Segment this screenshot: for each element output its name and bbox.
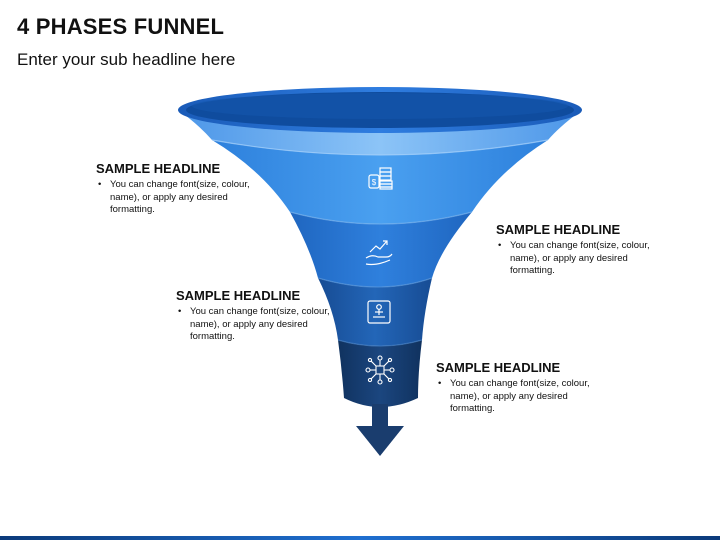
funnel-stage-2	[290, 212, 472, 287]
callout-bullet: You can change font(size, colour, name),…	[178, 306, 330, 344]
callout-headline: SAMPLE HEADLINE	[176, 288, 301, 303]
callout-bullet: You can change font(size, colour, name),…	[98, 179, 250, 217]
page-subtitle: Enter your sub headline here	[17, 50, 236, 69]
presentation-board-icon	[367, 300, 391, 324]
callout-stage-4: SAMPLE HEADLINE You can change font(size…	[436, 360, 636, 416]
callout-stage-2: SAMPLE HEADLINE You can change font(size…	[496, 222, 696, 278]
callout-stage-3: SAMPLE HEADLINE You can change font(size…	[176, 288, 376, 344]
callout-stage-1: SAMPLE HEADLINE You can change font(size…	[96, 161, 296, 217]
growth-hand-icon	[365, 240, 393, 266]
money-stack-icon: $	[368, 167, 393, 190]
callout-headline: SAMPLE HEADLINE	[96, 161, 221, 176]
down-arrow-icon	[356, 404, 404, 456]
callout-headline: SAMPLE HEADLINE	[436, 360, 561, 375]
callout-bullet: You can change font(size, colour, name),…	[438, 378, 590, 416]
footer-bar	[0, 536, 720, 540]
svg-text:$: $	[372, 178, 377, 187]
page-title: 4 PHASES FUNNEL	[17, 14, 225, 39]
callout-bullet: You can change font(size, colour, name),…	[498, 240, 650, 278]
network-hub-icon	[365, 355, 395, 385]
callout-headline: SAMPLE HEADLINE	[496, 222, 621, 237]
